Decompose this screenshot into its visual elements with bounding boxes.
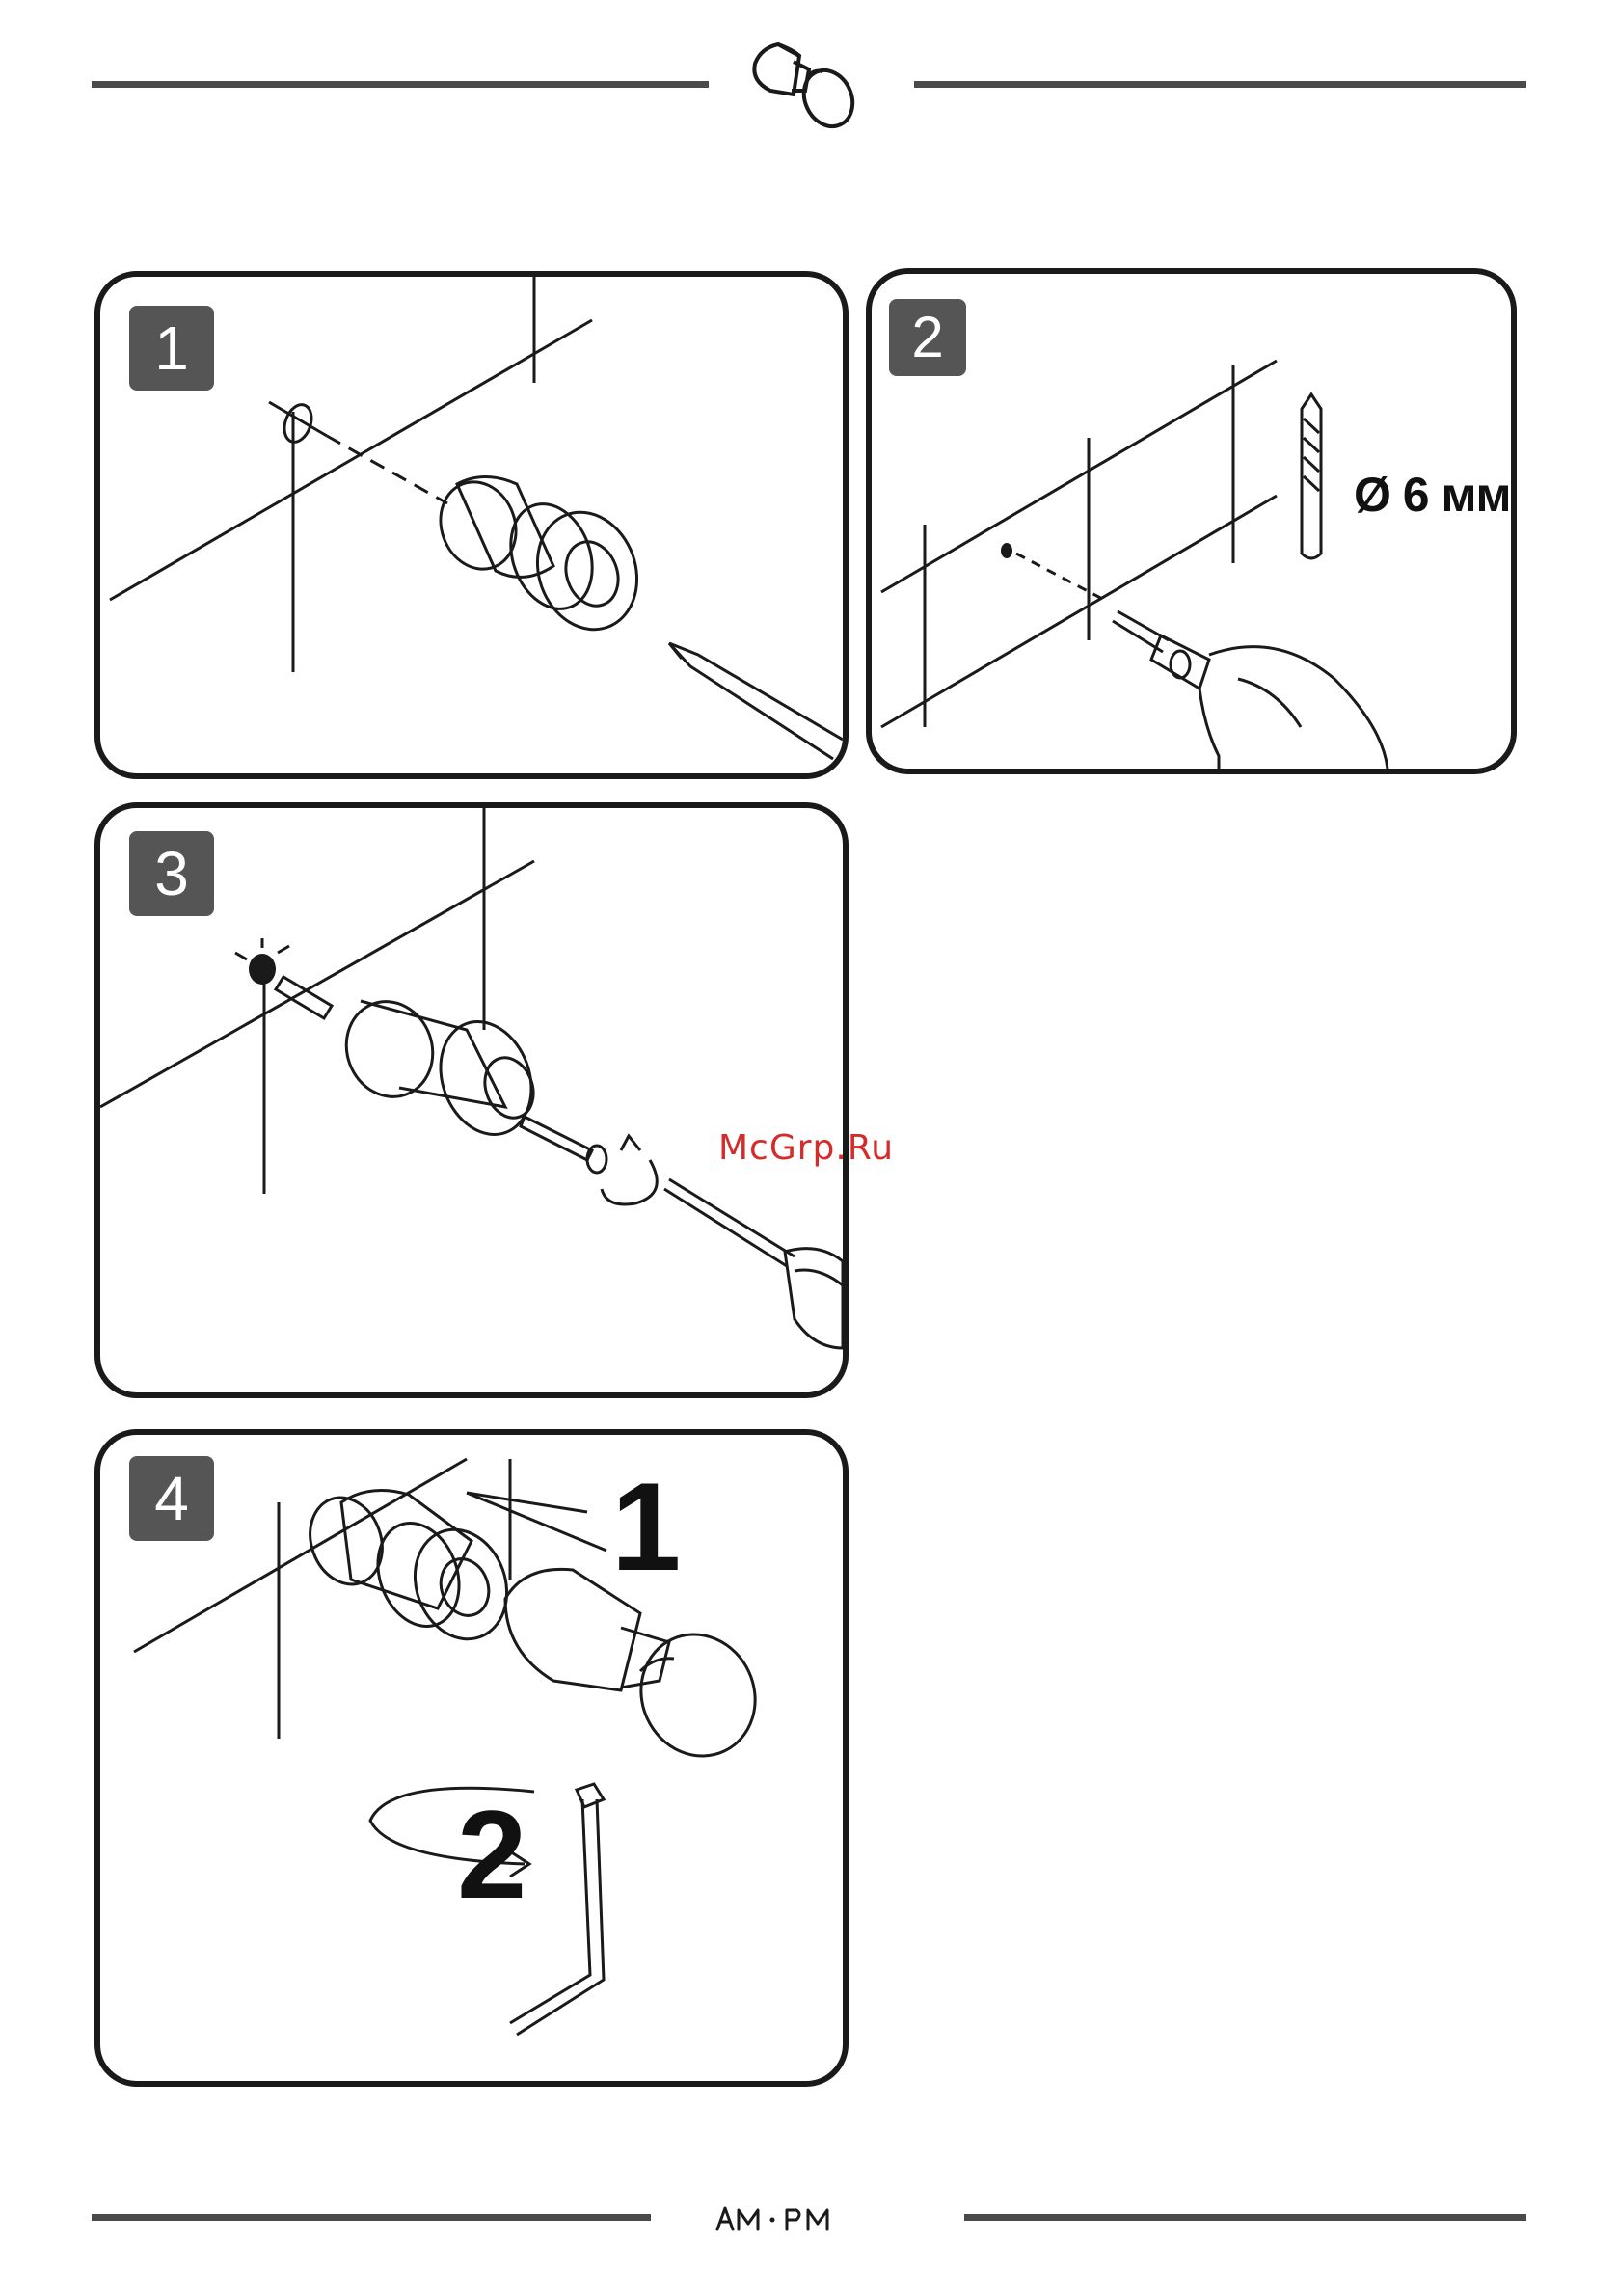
step-4-badge: 4 [129, 1456, 214, 1541]
step-1-panel: 1 [94, 271, 849, 779]
step-2-badge: 2 [889, 299, 966, 376]
footer-rule-right [964, 2214, 1526, 2221]
watermark-text: McGrp.Ru [718, 1128, 894, 1168]
step-1-badge: 1 [129, 306, 214, 391]
hook-knob-icon [747, 35, 873, 131]
footer-rule-left [92, 2214, 651, 2221]
step-3-badge: 3 [129, 831, 214, 916]
step-4-panel: 4 1 2 [94, 1429, 849, 2087]
drill-diameter-label: Ø 6 мм [1354, 467, 1510, 523]
brand-logo-mark [712, 2199, 837, 2237]
step-4-substep-1: 1 [611, 1454, 681, 1599]
header-rule-right [914, 81, 1526, 88]
brand-logo [712, 2199, 837, 2237]
header-rule-left [92, 81, 709, 88]
step-3-panel: 3 [94, 802, 849, 1398]
step-2-panel: 2 Ø 6 мм [866, 268, 1517, 774]
step-4-substep-2: 2 [457, 1782, 526, 1927]
